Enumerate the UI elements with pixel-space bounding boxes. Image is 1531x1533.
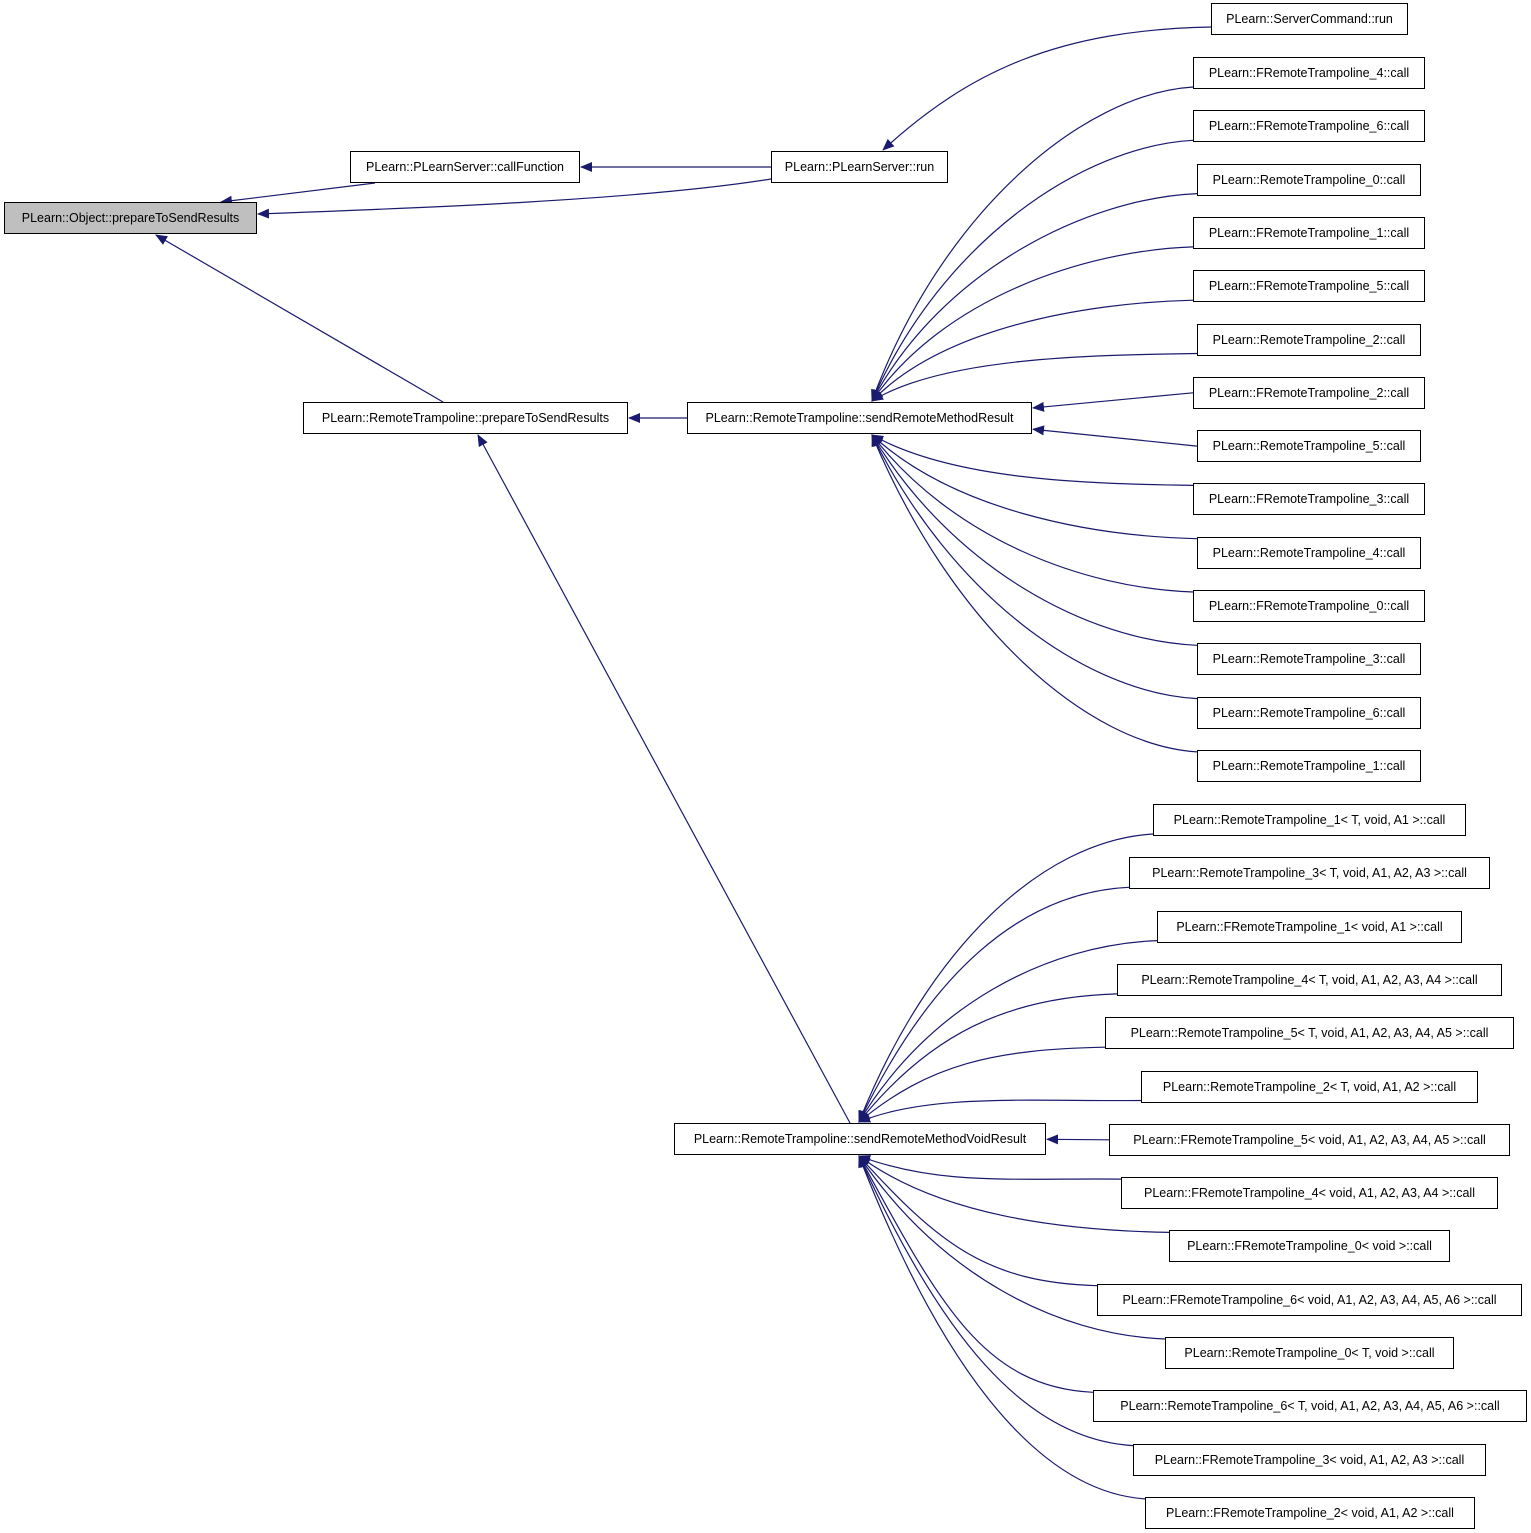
call-edge	[1032, 425, 1198, 447]
node-object-prepare-to-send-results: PLearn::Object::prepareToSendResults	[4, 202, 257, 234]
node-caller-void[interactable]: PLearn::FRemoteTrampoline_6< void, A1, A…	[1097, 1284, 1522, 1316]
node-caller-result[interactable]: PLearn::FRemoteTrampoline_6::call	[1193, 110, 1425, 142]
node-caller-result[interactable]: PLearn::RemoteTrampoline_0::call	[1197, 164, 1421, 196]
call-edge	[858, 1155, 1098, 1287]
call-edge	[220, 182, 376, 206]
node-plearnserver-callfunction[interactable]: PLearn::PLearnServer::callFunction	[350, 151, 580, 183]
node-caller-void[interactable]: PLearn::RemoteTrampoline_0< T, void >::c…	[1165, 1337, 1454, 1369]
node-caller-void[interactable]: PLearn::FRemoteTrampoline_2< void, A1, A…	[1145, 1497, 1475, 1529]
node-caller-result[interactable]: PLearn::RemoteTrampoline_2::call	[1197, 324, 1421, 356]
node-plearnserver-run[interactable]: PLearn::PLearnServer::run	[771, 151, 948, 183]
node-caller-void[interactable]: PLearn::RemoteTrampoline_3< T, void, A1,…	[1129, 857, 1490, 889]
node-caller-result[interactable]: PLearn::FRemoteTrampoline_0::call	[1193, 590, 1425, 622]
call-edge	[858, 1155, 1134, 1447]
node-caller-void[interactable]: PLearn::FRemoteTrampoline_4< void, A1, A…	[1121, 1177, 1498, 1209]
node-caller-void[interactable]: PLearn::FRemoteTrampoline_1< void, A1 >:…	[1157, 911, 1462, 943]
node-caller-void[interactable]: PLearn::RemoteTrampoline_4< T, void, A1,…	[1117, 964, 1502, 996]
node-caller-result[interactable]: PLearn::FRemoteTrampoline_2::call	[1193, 377, 1425, 409]
call-edge	[871, 434, 1198, 540]
call-edge	[871, 434, 1198, 646]
node-caller-result[interactable]: PLearn::FRemoteTrampoline_3::call	[1193, 483, 1425, 515]
call-edge	[871, 86, 1194, 402]
call-edge	[1032, 392, 1194, 412]
node-servercommand-run[interactable]: PLearn::ServerCommand::run	[1211, 3, 1408, 35]
call-edge	[871, 434, 1198, 700]
call-edge	[155, 234, 444, 403]
call-edge	[477, 434, 851, 1124]
node-caller-result[interactable]: PLearn::RemoteTrampoline_1::call	[1197, 750, 1421, 782]
node-caller-result[interactable]: PLearn::FRemoteTrampoline_4::call	[1193, 57, 1425, 89]
node-send-remote-method-void-result[interactable]: PLearn::RemoteTrampoline::sendRemoteMeth…	[674, 1123, 1046, 1155]
call-edge	[858, 940, 1158, 1123]
node-caller-result[interactable]: PLearn::RemoteTrampoline_4::call	[1197, 537, 1421, 569]
node-send-remote-method-result[interactable]: PLearn::RemoteTrampoline::sendRemoteMeth…	[687, 402, 1032, 434]
node-caller-void[interactable]: PLearn::RemoteTrampoline_5< T, void, A1,…	[1105, 1017, 1514, 1049]
call-edge	[858, 1155, 1094, 1393]
call-edge	[858, 1155, 1122, 1180]
node-caller-result[interactable]: PLearn::RemoteTrampoline_6::call	[1197, 697, 1421, 729]
call-edge	[871, 352, 1198, 402]
node-caller-void[interactable]: PLearn::RemoteTrampoline_1< T, void, A1 …	[1153, 804, 1466, 836]
call-edge	[257, 178, 772, 219]
node-caller-void[interactable]: PLearn::RemoteTrampoline_2< T, void, A1,…	[1141, 1071, 1478, 1103]
call-edge	[858, 833, 1154, 1123]
node-caller-result[interactable]: PLearn::FRemoteTrampoline_1::call	[1193, 217, 1425, 249]
call-edge	[871, 139, 1194, 402]
node-remotetrampoline-prepare-to-send-results[interactable]: PLearn::RemoteTrampoline::prepareToSendR…	[303, 402, 628, 434]
node-caller-result[interactable]: PLearn::RemoteTrampoline_3::call	[1197, 643, 1421, 675]
call-edge	[871, 246, 1194, 402]
node-caller-void[interactable]: PLearn::FRemoteTrampoline_3< void, A1, A…	[1133, 1444, 1486, 1476]
call-edge	[858, 886, 1130, 1123]
call-edge	[871, 193, 1198, 402]
node-caller-void[interactable]: PLearn::FRemoteTrampoline_5< void, A1, A…	[1109, 1124, 1510, 1156]
call-edge	[871, 299, 1194, 402]
call-edge	[858, 1155, 1170, 1233]
node-caller-result[interactable]: PLearn::RemoteTrampoline_5::call	[1197, 430, 1421, 462]
call-edge	[882, 26, 1212, 151]
node-caller-void[interactable]: PLearn::RemoteTrampoline_6< T, void, A1,…	[1093, 1390, 1527, 1422]
call-edge	[871, 434, 1194, 486]
call-edge	[858, 1155, 1146, 1500]
call-edge	[858, 1046, 1106, 1123]
node-caller-void[interactable]: PLearn::FRemoteTrampoline_0< void >::cal…	[1169, 1230, 1450, 1262]
call-edge	[858, 1155, 1166, 1340]
call-edge	[871, 434, 1198, 753]
edges	[155, 26, 1212, 1500]
call-edge	[858, 993, 1118, 1123]
call-edge	[871, 434, 1194, 593]
call-edge	[858, 1099, 1142, 1123]
node-caller-result[interactable]: PLearn::FRemoteTrampoline_5::call	[1193, 270, 1425, 302]
